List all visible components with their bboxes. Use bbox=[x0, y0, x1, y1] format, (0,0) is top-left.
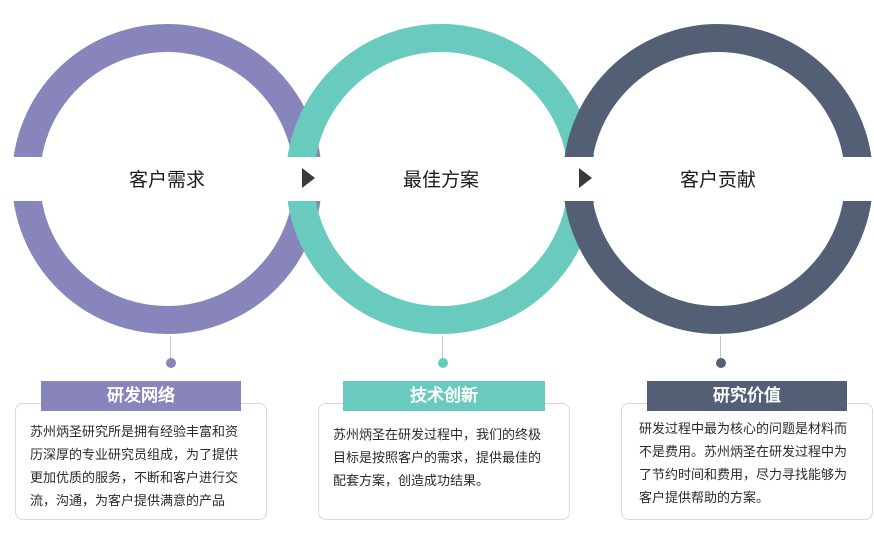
arrow-right-icon bbox=[302, 168, 315, 188]
step-title-1: 客户需求 bbox=[128, 169, 205, 191]
connector-dot bbox=[438, 358, 448, 368]
connector-dot bbox=[166, 358, 176, 368]
step-title-3: 客户贡献 bbox=[679, 169, 756, 191]
card-heading-research-value: 研究价值 bbox=[647, 381, 847, 411]
card-heading-tech-innovation: 技术创新 bbox=[343, 381, 545, 411]
connector-dot bbox=[716, 358, 726, 368]
white-band bbox=[0, 157, 874, 201]
card-body-research-value: 研发过程中最为核心的问题是材料而 不是费用。苏州炳圣在研发过程中为 了节约时间和… bbox=[639, 422, 848, 506]
connector-stem bbox=[720, 336, 721, 360]
card-heading-rd-network: 研发网络 bbox=[41, 381, 241, 411]
card-body-rd-network: 苏州炳圣研究所是拥有经验丰富和资 历深厚的专业研究员组成，为了提供 更加优质的服… bbox=[30, 425, 239, 509]
info-card-research-value bbox=[621, 403, 873, 520]
step-title-2: 最佳方案 bbox=[402, 169, 479, 191]
info-card-tech-innovation bbox=[318, 403, 570, 520]
card-body-tech-innovation: 苏州炳圣在研发过程中，我们的终极 目标是按照客户的需求，提供最佳的 配套方案，创… bbox=[333, 428, 542, 489]
arrow-right-icon bbox=[579, 168, 592, 188]
connector-stem bbox=[170, 336, 171, 360]
connector-stem bbox=[442, 336, 443, 360]
